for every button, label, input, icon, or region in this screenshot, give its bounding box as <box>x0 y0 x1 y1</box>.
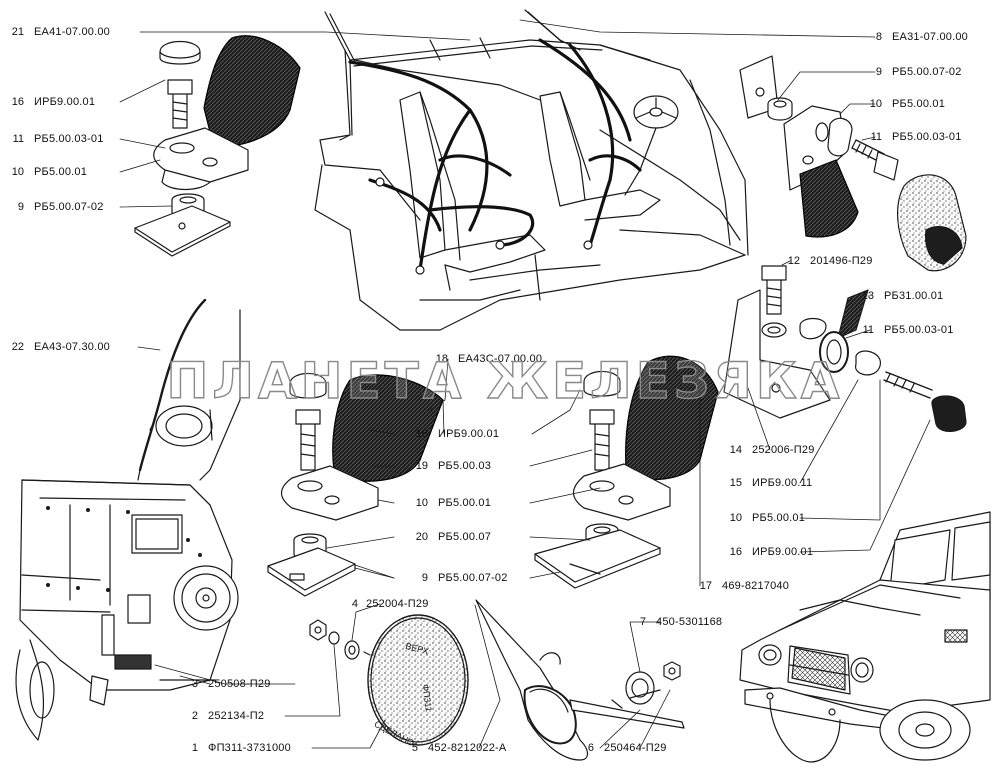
nut-6 <box>663 661 681 681</box>
small-parts <box>309 599 685 761</box>
belt-buckle-cover-18 <box>332 374 444 482</box>
vehicle-interior <box>314 9 749 331</box>
seat-belt-straps <box>348 38 642 272</box>
lamp-lens-1 <box>367 614 469 746</box>
slotted-washer-11 <box>827 117 853 157</box>
assembly-22 <box>137 298 241 481</box>
assembly-17 <box>534 355 719 589</box>
cap-nut-mid-right <box>583 370 621 397</box>
strap-13 <box>837 289 869 339</box>
washer-4 <box>344 640 360 660</box>
belt-anchor-points <box>375 177 593 275</box>
leader-lines <box>119 19 931 749</box>
bracket-10-mid <box>280 465 379 521</box>
belt-buckle-cover-21 <box>203 35 301 147</box>
bolt-16 <box>167 79 193 95</box>
bolt-12 <box>761 265 787 281</box>
bolt-mid-right <box>589 409 615 425</box>
cap-nut-right <box>931 395 967 432</box>
cap-nut-21 <box>159 41 201 65</box>
grille-slots <box>791 647 846 691</box>
assembly-21 <box>134 35 301 257</box>
nut-3 <box>309 619 327 641</box>
lock-washer-2 <box>328 631 340 645</box>
assembly-8 <box>739 55 967 272</box>
rivets <box>46 506 202 592</box>
washer-10-lower <box>855 350 881 376</box>
belt-buckle-cover-mid-right <box>625 355 719 481</box>
assembly-12 <box>723 265 967 432</box>
bolt-16-right <box>883 371 933 399</box>
cap-nut-18 <box>289 372 327 399</box>
vehicle-front <box>739 511 991 763</box>
floor-plate-9-mid <box>267 547 356 591</box>
washer-15 <box>799 317 827 340</box>
bracket-mid-right <box>572 463 671 521</box>
grommet-7 <box>625 671 655 705</box>
bracket-10 <box>153 127 249 183</box>
lens-text-middle: ФП311 <box>420 684 434 713</box>
bolt-16-mid <box>295 409 321 425</box>
bracket-14 <box>723 289 831 419</box>
assembly-18 <box>267 372 444 597</box>
belt-cover-right <box>799 159 859 238</box>
vehicle-rear <box>15 479 239 741</box>
